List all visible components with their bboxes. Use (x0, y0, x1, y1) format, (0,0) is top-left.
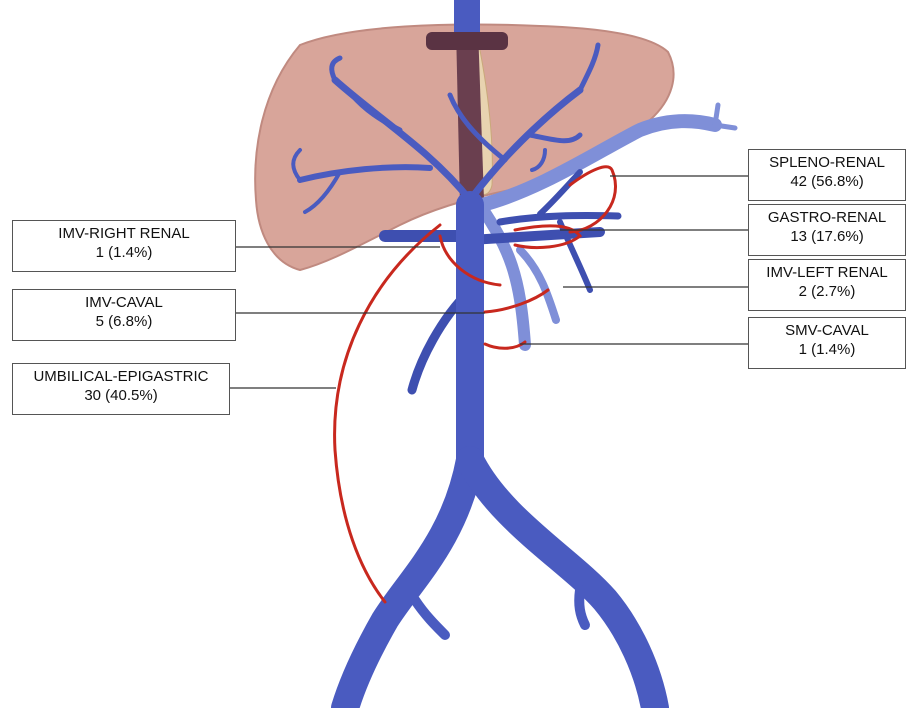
label-value: 42 (56.8%) (749, 172, 905, 191)
label-value: 2 (2.7%) (749, 282, 905, 301)
label-value: 13 (17.6%) (749, 227, 905, 246)
label-value: 1 (1.4%) (13, 243, 235, 262)
ivc-top (454, 0, 480, 32)
label-umbilical-epigastric: UMBILICAL-EPIGASTRIC 30 (40.5%) (12, 363, 230, 415)
label-value: 1 (1.4%) (749, 340, 905, 359)
label-name: SPLENO-RENAL (749, 153, 905, 172)
label-name: GASTRO-RENAL (749, 208, 905, 227)
label-imv-left-renal: IMV-LEFT RENAL 2 (2.7%) (748, 259, 906, 311)
label-smv-caval: SMV-CAVAL 1 (1.4%) (748, 317, 906, 369)
label-value: 30 (40.5%) (13, 386, 229, 405)
label-spleno-renal: SPLENO-RENAL 42 (56.8%) (748, 149, 906, 201)
label-value: 5 (6.8%) (13, 312, 235, 331)
label-name: IMV-RIGHT RENAL (13, 224, 235, 243)
label-gastro-renal: GASTRO-RENAL 13 (17.6%) (748, 204, 906, 256)
label-name: UMBILICAL-EPIGASTRIC (13, 367, 229, 386)
label-imv-right-renal: IMV-RIGHT RENAL 1 (1.4%) (12, 220, 236, 272)
label-name: SMV-CAVAL (749, 321, 905, 340)
hepatic-vein-stub (426, 32, 508, 50)
label-imv-caval: IMV-CAVAL 5 (6.8%) (12, 289, 236, 341)
label-name: IMV-LEFT RENAL (749, 263, 905, 282)
label-name: IMV-CAVAL (13, 293, 235, 312)
inferior-vena-cava (345, 205, 655, 708)
